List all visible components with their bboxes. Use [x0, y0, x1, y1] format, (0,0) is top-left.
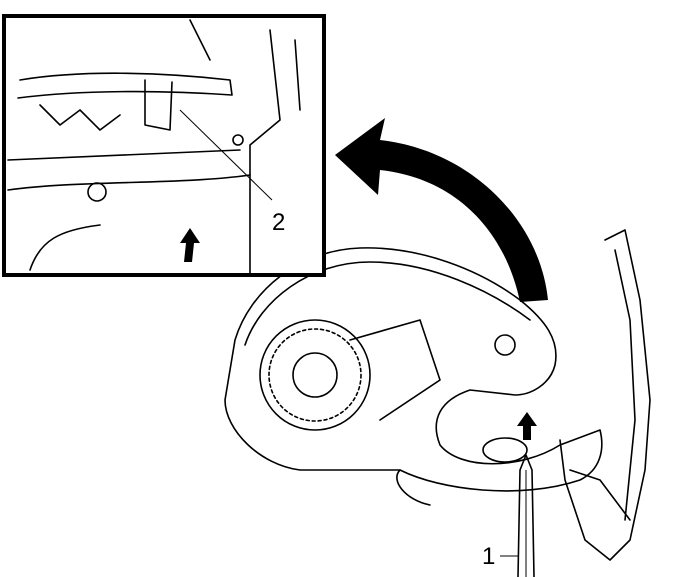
detail-inset — [2, 14, 326, 277]
mirror-motor — [259, 319, 441, 431]
inset-push-arrow-icon — [180, 228, 200, 262]
mirror-housing — [224, 247, 603, 506]
push-up-arrow-icon — [517, 412, 537, 440]
callout-1-label: 1 — [482, 543, 495, 570]
screwdriver-tool — [517, 454, 535, 577]
curved-rotate-arrow-icon — [335, 118, 548, 302]
callout-2-label: 2 — [272, 209, 285, 236]
callout-2-leader — [179, 109, 273, 201]
mirror-bracket — [559, 229, 651, 561]
